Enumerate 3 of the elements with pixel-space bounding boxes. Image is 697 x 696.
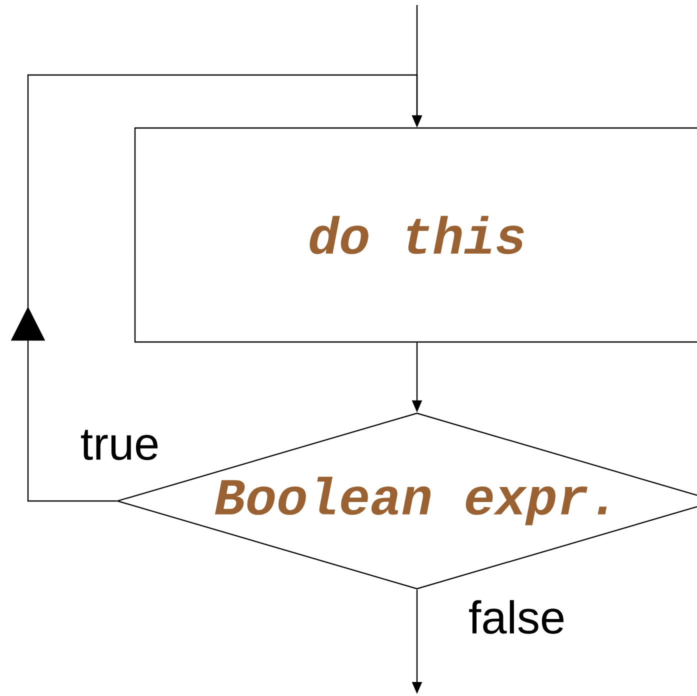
arrow (10, 74, 422, 502)
edge-label: false (467, 599, 567, 635)
process-box: do this (134, 127, 697, 343)
